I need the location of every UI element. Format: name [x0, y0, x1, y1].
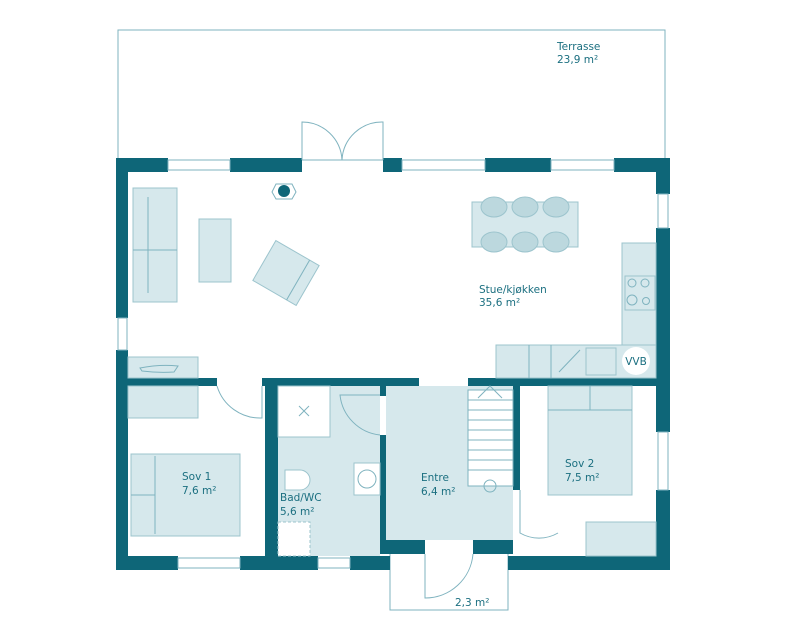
- svg-text:5,6 m²: 5,6 m²: [280, 506, 314, 518]
- svg-text:Sov 1: Sov 1: [182, 471, 211, 483]
- washer-area: [277, 521, 311, 557]
- porch-outline: [389, 545, 509, 611]
- stairs: [467, 385, 514, 493]
- water-heater-label: VVB: [625, 356, 647, 368]
- room-label-sov2: Sov 2 7,5 m²: [565, 458, 599, 484]
- sofa: [132, 187, 178, 303]
- lamp-icon: [278, 185, 290, 197]
- toilet: [284, 469, 311, 491]
- svg-text:Stue/kjøkken: Stue/kjøkken: [479, 284, 547, 296]
- svg-text:7,5 m²: 7,5 m²: [565, 472, 599, 484]
- room-label-sov1: Sov 1 7,6 m²: [182, 471, 216, 497]
- windows: [117, 159, 669, 569]
- svg-text:Bad/WC: Bad/WC: [280, 492, 322, 504]
- svg-text:7,6 m²: 7,6 m²: [182, 485, 216, 497]
- dining-chairs: [480, 196, 570, 253]
- svg-text:6,4 m²: 6,4 m²: [421, 486, 455, 498]
- walls: [116, 158, 670, 570]
- room-label-porch: 2,3 m²: [455, 597, 489, 609]
- lamp-table: [271, 183, 297, 200]
- cooktop: [624, 275, 656, 311]
- svg-text:Terrasse: Terrasse: [556, 41, 600, 53]
- sideboard: [127, 356, 199, 379]
- sink-icon: [585, 347, 617, 376]
- coffee-table: [198, 218, 232, 283]
- sov1-wardrobe: [127, 385, 199, 419]
- doors: [216, 121, 559, 599]
- room-label-entre: Entre 6,4 m²: [421, 472, 455, 498]
- room-label-bad: Bad/WC 5,6 m²: [280, 492, 322, 518]
- armchair: [252, 239, 320, 307]
- svg-text:23,9 m²: 23,9 m²: [557, 54, 598, 66]
- water-heater: [622, 347, 650, 375]
- svg-text:Entre: Entre: [421, 472, 449, 484]
- sov2-wardrobe: [585, 521, 657, 557]
- svg-text:Sov 2: Sov 2: [565, 458, 594, 470]
- svg-text:35,6 m²: 35,6 m²: [479, 297, 520, 309]
